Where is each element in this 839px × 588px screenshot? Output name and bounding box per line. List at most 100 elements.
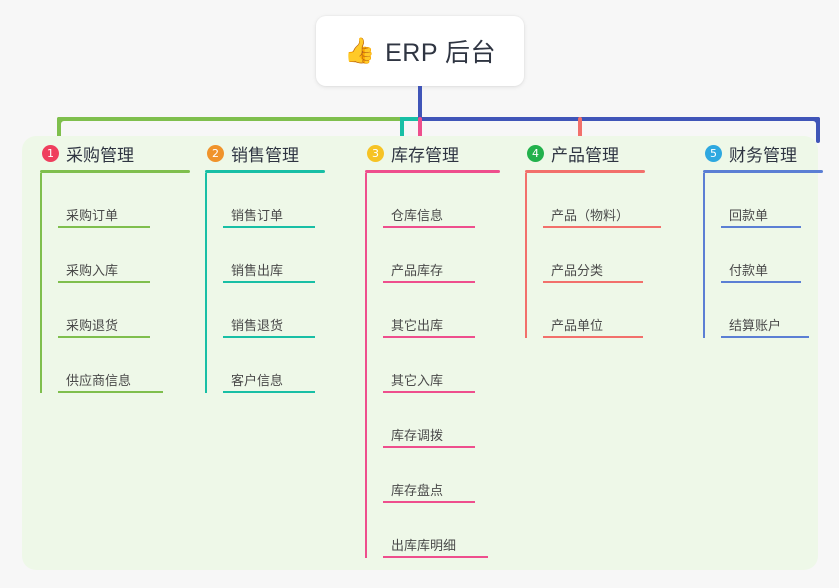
branch-spine (40, 173, 42, 393)
branch-item-underline (58, 226, 150, 228)
branch-number-badge: 4 (527, 144, 544, 162)
branch-item-underline (58, 281, 150, 283)
branch-spine (525, 173, 527, 338)
branch-underline (525, 170, 645, 173)
branch-item-label: 采购退货 (66, 318, 119, 333)
branch-item-underline (223, 281, 315, 283)
branch-item-label: 供应商信息 (66, 373, 132, 388)
branch-item[interactable]: 销售退货 (223, 283, 325, 338)
branch-spine (365, 173, 367, 558)
branch-item[interactable]: 库存盘点 (383, 448, 500, 503)
branch-item-label: 库存调拨 (391, 428, 444, 443)
branch-item-underline (383, 336, 475, 338)
branch-item[interactable]: 出库库明细 (383, 503, 500, 558)
branch-title: 财务管理 (729, 145, 797, 165)
branch-item-underline (223, 336, 315, 338)
branch-item[interactable]: 结算账户 (721, 283, 823, 338)
branch-item[interactable]: 其它出库 (383, 283, 500, 338)
branch-item-label: 其它出库 (391, 318, 444, 333)
root-title: ERP 后台 (385, 39, 497, 67)
branch-item[interactable]: 产品分类 (543, 228, 645, 283)
branch-column-1: 1 采购管理采购订单采购入库采购退货供应商信息 (40, 136, 190, 393)
branch-item-label: 产品分类 (551, 263, 604, 278)
branch-item[interactable]: 销售出库 (223, 228, 325, 283)
branch-number-badge: 5 (705, 144, 722, 162)
branch-item-label: 产品（物料） (551, 208, 630, 223)
branch-number-badge: 3 (367, 144, 384, 162)
branch-item-label: 客户信息 (231, 373, 284, 388)
branch-header-2[interactable]: 2 销售管理 (205, 136, 325, 170)
drop-connector-5 (816, 117, 820, 143)
branch-underline (40, 170, 190, 173)
branch-column-4: 4 产品管理产品（物料） 产品分类产品单位 (525, 136, 661, 338)
branch-item[interactable]: 销售订单 (223, 173, 325, 228)
branch-item-underline (543, 226, 661, 228)
branch-item-underline (383, 446, 475, 448)
bus-segment-green (57, 117, 402, 121)
branch-item-label: 销售退货 (231, 318, 284, 333)
branch-item[interactable]: 供应商信息 (58, 338, 190, 393)
branch-header-3[interactable]: 3 库存管理 (365, 136, 500, 170)
branch-item-list: 产品（物料） 产品分类产品单位 (525, 173, 661, 338)
branch-title: 采购管理 (66, 145, 134, 165)
branch-number-badge: 1 (42, 144, 59, 162)
branch-column-5: 5 财务管理回款单付款单结算账户 (703, 136, 823, 338)
branch-item-list: 回款单付款单结算账户 (703, 173, 823, 338)
branch-spine (205, 173, 207, 393)
branch-spine (703, 173, 705, 338)
branch-item-label: 其它入库 (391, 373, 444, 388)
branch-item-underline (383, 391, 475, 393)
branch-underline (365, 170, 500, 173)
branch-header-1[interactable]: 1 采购管理 (40, 136, 190, 170)
branch-item-label: 产品单位 (551, 318, 604, 333)
drop-connector-4 (578, 117, 582, 143)
branch-item[interactable]: 采购订单 (58, 173, 190, 228)
branch-title: 销售管理 (231, 145, 299, 165)
branch-item-underline (543, 336, 643, 338)
branch-item-underline (721, 281, 801, 283)
branch-item-label: 出库库明细 (391, 538, 457, 553)
branch-item-underline (383, 556, 488, 558)
branch-item-label: 销售订单 (231, 208, 284, 223)
branch-underline (205, 170, 325, 173)
branch-item[interactable]: 产品库存 (383, 228, 500, 283)
branch-item[interactable]: 回款单 (721, 173, 823, 228)
drop-connector-1 (57, 117, 61, 143)
branch-column-2: 2 销售管理销售订单销售出库销售退货客户信息 (205, 136, 325, 393)
branch-header-5[interactable]: 5 财务管理 (703, 136, 823, 170)
branch-title: 库存管理 (391, 145, 459, 165)
branch-item[interactable]: 库存调拨 (383, 393, 500, 448)
branch-item[interactable]: 仓库信息 (383, 173, 500, 228)
branch-item[interactable]: 产品（物料） (543, 173, 661, 228)
branch-item-underline (383, 226, 475, 228)
branch-item-underline (721, 226, 801, 228)
root-node[interactable]: 👍 ERP 后台 (316, 16, 524, 86)
branch-item-underline (721, 336, 809, 338)
branch-item-label: 付款单 (729, 263, 769, 278)
branch-item-underline (223, 226, 315, 228)
branch-item-label: 结算账户 (729, 318, 782, 333)
branch-item[interactable]: 采购退货 (58, 283, 190, 338)
root-stem-connector (418, 86, 422, 119)
bus-segment-indigo (418, 117, 820, 121)
branches-panel: 1 采购管理采购订单采购入库采购退货供应商信息 2 销售管理销售订单销售出库销售退货客… (22, 136, 823, 570)
branch-item-list: 采购订单采购入库采购退货供应商信息 (40, 173, 190, 393)
branch-item-underline (58, 391, 163, 393)
branch-header-4[interactable]: 4 产品管理 (525, 136, 645, 170)
branch-item-list: 销售订单销售出库销售退货客户信息 (205, 173, 325, 393)
drop-connector-3 (418, 117, 422, 143)
branch-title: 产品管理 (551, 145, 619, 165)
branch-item[interactable]: 付款单 (721, 228, 823, 283)
branch-item[interactable]: 产品单位 (543, 283, 645, 338)
branch-item-underline (58, 336, 150, 338)
branch-number-badge: 2 (207, 144, 224, 162)
branch-item-underline (223, 391, 315, 393)
branch-item-label: 仓库信息 (391, 208, 444, 223)
branch-item-label: 产品库存 (391, 263, 444, 278)
branch-item-label: 采购入库 (66, 263, 119, 278)
branch-item[interactable]: 客户信息 (223, 338, 325, 393)
drop-connector-2 (400, 117, 404, 143)
branch-item[interactable]: 采购入库 (58, 228, 190, 283)
branch-item[interactable]: 其它入库 (383, 338, 500, 393)
branch-item-label: 回款单 (729, 208, 769, 223)
